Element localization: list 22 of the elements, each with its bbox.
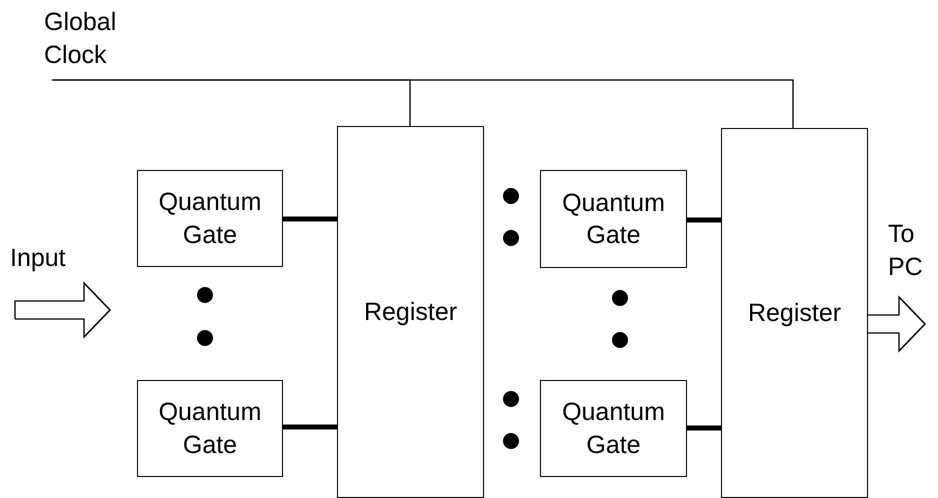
thick-connector [687, 218, 721, 222]
gate-box [540, 170, 687, 268]
text-label: Global Clock [44, 7, 118, 70]
box-label: Quantum Gate [561, 397, 666, 460]
register-box [721, 128, 868, 498]
box-label: Quantum Gate [158, 397, 262, 460]
thick-connector [687, 426, 721, 430]
gate-box [137, 170, 283, 267]
thick-connector [283, 216, 337, 222]
thick-connector [283, 424, 337, 430]
box-label: Quantum Gate [158, 187, 262, 250]
text-label: Input [10, 243, 66, 274]
gate-box [540, 380, 687, 477]
box-label: Register [364, 296, 458, 328]
box-label: Register [748, 298, 842, 329]
block-arrow [14, 281, 111, 339]
clock-line [52, 79, 794, 128]
destination-label: To PC [888, 219, 924, 282]
gate-box [137, 380, 283, 477]
box-label: Quantum Gate [561, 188, 666, 251]
register-box [337, 126, 484, 498]
block-arrow [867, 295, 926, 353]
